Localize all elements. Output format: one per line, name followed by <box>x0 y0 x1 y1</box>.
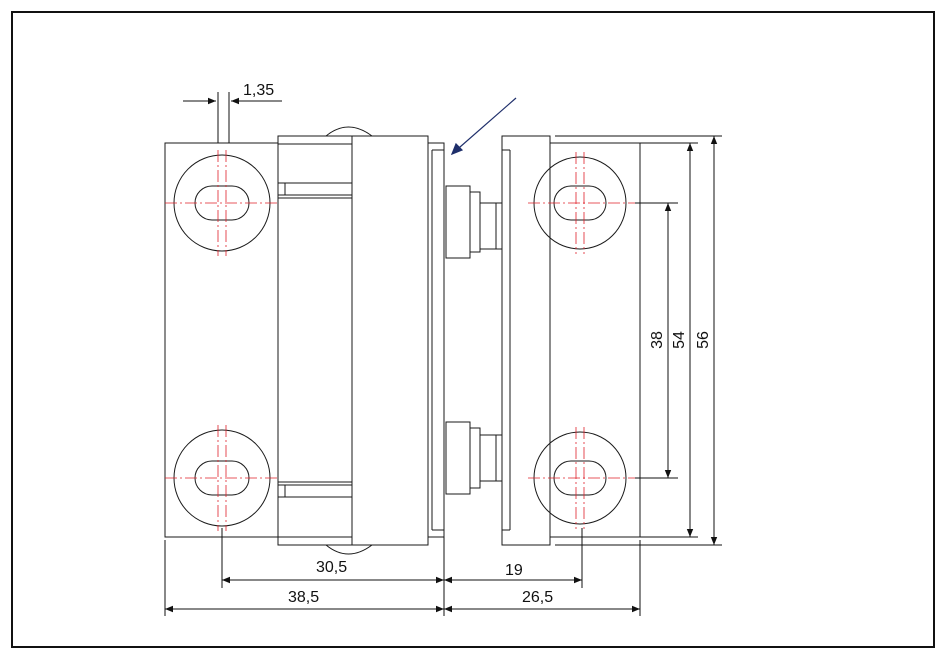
knuckle-body <box>278 127 428 554</box>
dim-hole-pitch-label: 38 <box>649 331 666 349</box>
clamp-bolt-top <box>446 186 502 258</box>
clamp-bolt-bottom <box>446 422 502 494</box>
dim-left-inner-label: 30,5 <box>316 559 347 576</box>
hole-centerlines <box>165 150 635 531</box>
dim-gap-label: 1,35 <box>243 82 274 99</box>
dim-right-outer-label: 26,5 <box>522 589 553 606</box>
dim-overall-height-label: 56 <box>695 331 712 349</box>
drawing-frame <box>12 12 934 647</box>
dim-plate-height-label: 54 <box>671 331 688 349</box>
dim-left-outer-label: 38,5 <box>288 589 319 606</box>
leader-arrow <box>452 98 516 154</box>
dim-right-inner-label: 19 <box>505 562 523 579</box>
